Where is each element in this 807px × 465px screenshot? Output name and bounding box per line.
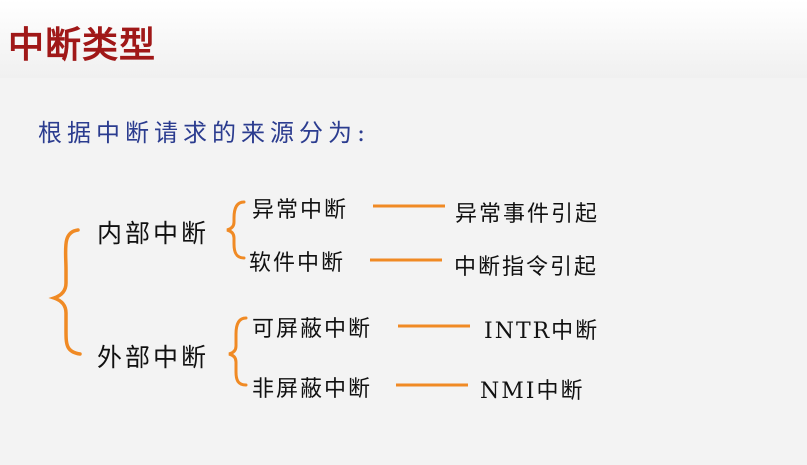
item-software-interrupt: 软件中断 — [249, 251, 346, 276]
item-nonmaskable-interrupt: 非屏蔽中断 — [252, 377, 373, 402]
internal-brace — [226, 200, 246, 260]
category-internal: 内部中断 — [97, 219, 210, 248]
item-exception-interrupt: 异常中断 — [252, 198, 349, 223]
title-bar — [0, 0, 807, 78]
external-brace — [228, 316, 248, 387]
result-interrupt-instruction: 中断指令引起 — [454, 255, 599, 280]
result-intr: INTR中断 — [484, 319, 600, 344]
subtitle: 根据中断请求的来源分为: — [38, 119, 371, 147]
main-brace — [48, 228, 82, 356]
result-exception-event: 异常事件引起 — [455, 202, 600, 227]
category-external: 外部中断 — [97, 343, 210, 372]
page-title: 中断类型 — [8, 25, 157, 66]
item-maskable-interrupt: 可屏蔽中断 — [252, 317, 373, 342]
result-nmi: NMI中断 — [480, 379, 585, 404]
